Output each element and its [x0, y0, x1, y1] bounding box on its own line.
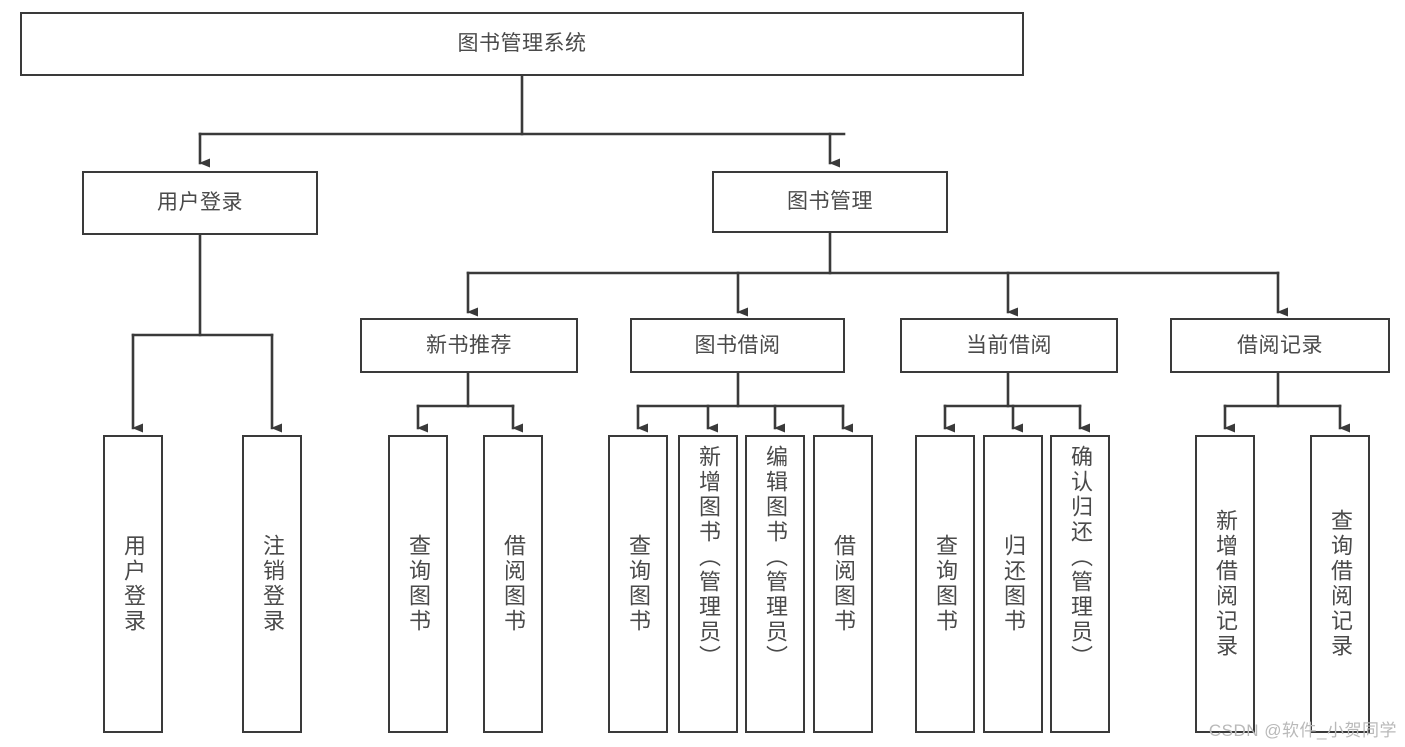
- node-leaf-query-book-2[interactable]: 查询图书: [608, 435, 668, 733]
- node-leaf-user-logout[interactable]: 注销登录: [242, 435, 302, 733]
- node-current-borrow-label: 当前借阅: [966, 333, 1052, 357]
- node-leaf-edit-book[interactable]: 编辑图书（管理员）: [745, 435, 805, 733]
- node-user-login-label: 用户登录: [157, 191, 243, 215]
- node-book-borrow[interactable]: 图书借阅: [630, 318, 845, 373]
- node-leaf-user-login-label: 用户登录: [121, 534, 146, 634]
- node-leaf-query-borrow-record-label: 查询借阅记录: [1328, 509, 1353, 659]
- node-leaf-query-book-3[interactable]: 查询图书: [915, 435, 975, 733]
- node-leaf-return-book-label: 归还图书: [1001, 534, 1026, 634]
- watermark-text: CSDN @软件_小贺同学: [1208, 721, 1397, 740]
- node-root-label: 图书管理系统: [457, 32, 587, 56]
- node-leaf-add-borrow-record[interactable]: 新增借阅记录: [1195, 435, 1255, 733]
- node-borrow-record[interactable]: 借阅记录: [1170, 318, 1390, 373]
- node-book-manage-label: 图书管理: [787, 190, 873, 214]
- node-current-borrow[interactable]: 当前借阅: [900, 318, 1118, 373]
- node-borrow-record-label: 借阅记录: [1237, 333, 1323, 357]
- node-leaf-add-book-label: 新增图书（管理员）: [696, 445, 721, 670]
- node-leaf-borrow-book-2[interactable]: 借阅图书: [813, 435, 873, 733]
- node-leaf-add-book[interactable]: 新增图书（管理员）: [678, 435, 738, 733]
- node-new-book-recommend-label: 新书推荐: [426, 333, 512, 357]
- node-leaf-query-borrow-record[interactable]: 查询借阅记录: [1310, 435, 1370, 733]
- node-leaf-add-borrow-record-label: 新增借阅记录: [1213, 509, 1238, 659]
- node-leaf-query-book-3-label: 查询图书: [933, 534, 958, 634]
- node-new-book-recommend[interactable]: 新书推荐: [360, 318, 578, 373]
- node-leaf-user-logout-label: 注销登录: [260, 534, 285, 634]
- node-leaf-return-book[interactable]: 归还图书: [983, 435, 1043, 733]
- node-leaf-borrow-book-2-label: 借阅图书: [831, 534, 856, 634]
- node-leaf-user-login[interactable]: 用户登录: [103, 435, 163, 733]
- node-leaf-edit-book-label: 编辑图书（管理员）: [763, 445, 788, 670]
- node-book-manage[interactable]: 图书管理: [712, 171, 948, 233]
- node-leaf-query-book-1[interactable]: 查询图书: [388, 435, 448, 733]
- node-leaf-confirm-return[interactable]: 确认归还（管理员）: [1050, 435, 1110, 733]
- node-leaf-confirm-return-label: 确认归还（管理员）: [1068, 445, 1093, 670]
- node-user-login[interactable]: 用户登录: [82, 171, 318, 235]
- node-leaf-borrow-book-1[interactable]: 借阅图书: [483, 435, 543, 733]
- node-leaf-query-book-2-label: 查询图书: [626, 534, 651, 634]
- node-root[interactable]: 图书管理系统: [20, 12, 1024, 76]
- node-leaf-borrow-book-1-label: 借阅图书: [501, 534, 526, 634]
- node-book-borrow-label: 图书借阅: [694, 333, 781, 357]
- node-leaf-query-book-1-label: 查询图书: [406, 534, 431, 634]
